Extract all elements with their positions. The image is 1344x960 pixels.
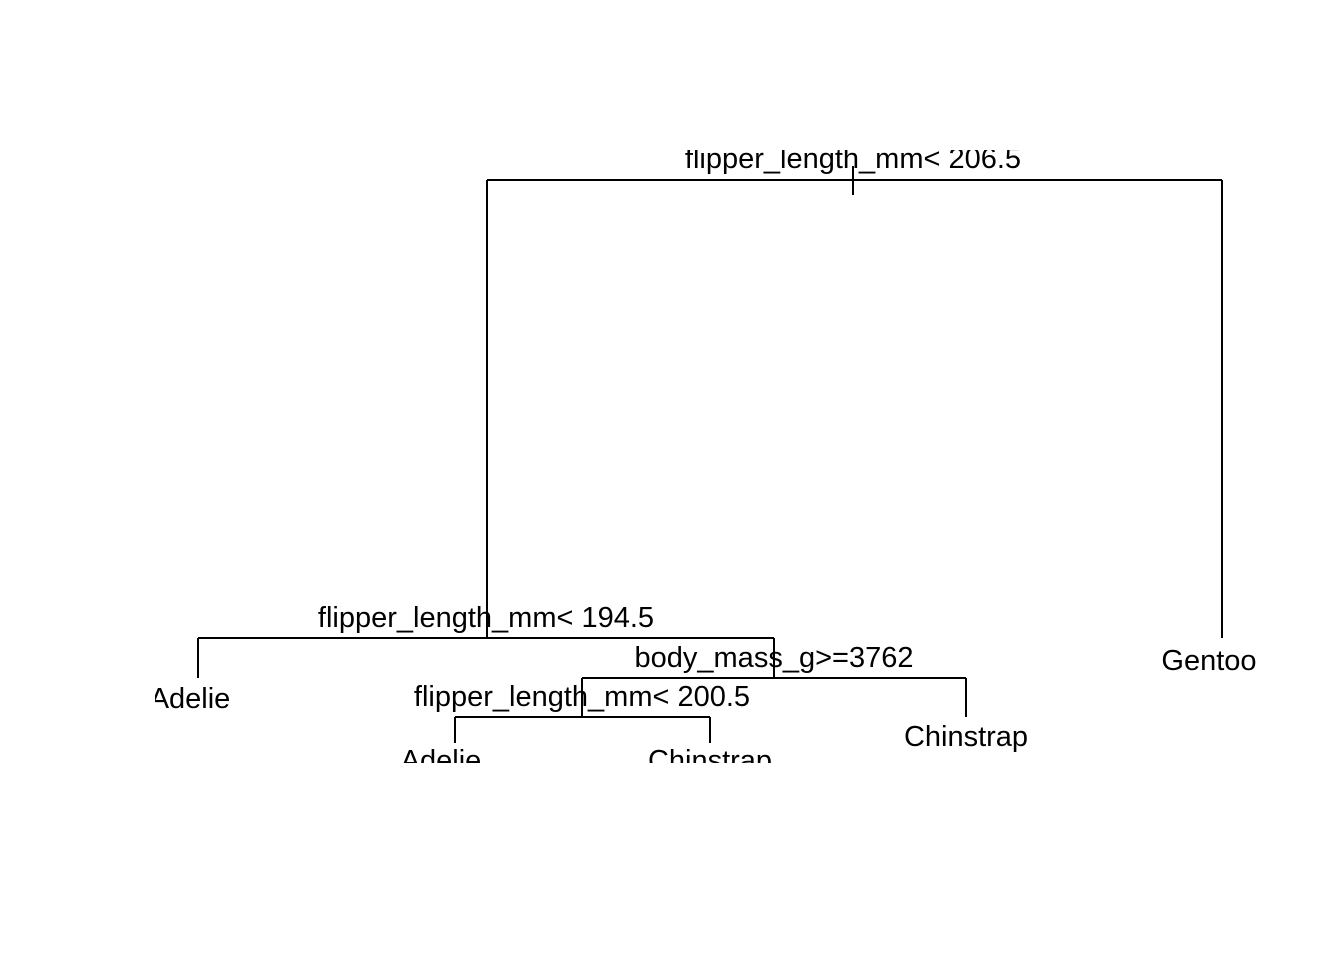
flipper200-split-label: flipper_length_mm< 200.5 [414,681,750,713]
leaf-label-adelie-2: Adelie [401,745,482,763]
leaf-label-chinstrap-2: Chinstrap [904,721,1028,753]
bodymass-split-label: body_mass_g>=3762 [635,642,914,674]
leaf-label-chinstrap-1: Chinstrap [648,745,772,763]
decision-tree-svg: flipper_length_mm< 206.5 flipper_length_… [155,150,1257,763]
left-split-label: flipper_length_mm< 194.5 [318,602,654,634]
root-split-label: flipper_length_mm< 206.5 [685,150,1021,175]
decision-tree-plot: flipper_length_mm< 206.5 flipper_length_… [155,150,1344,763]
leaf-label-adelie-1: Adelie [155,683,230,715]
leaf-label-gentoo: Gentoo [1161,645,1256,677]
